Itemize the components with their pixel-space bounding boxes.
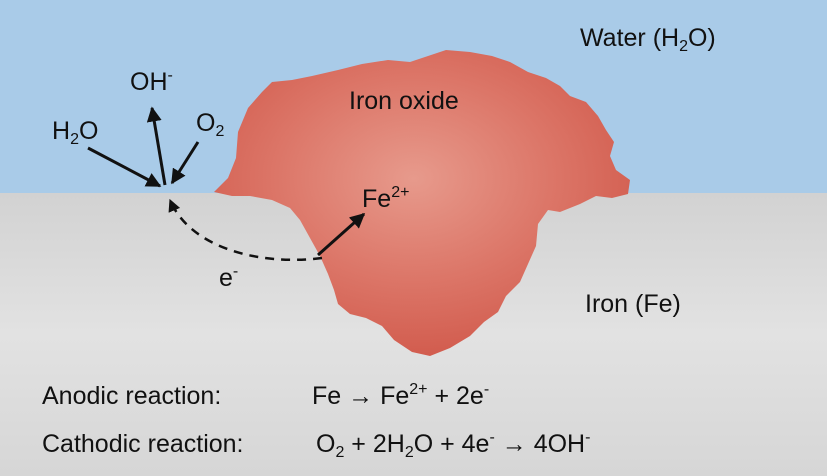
h2o-label: H2O bbox=[52, 117, 98, 148]
iron-oxide-deposit bbox=[214, 50, 630, 356]
electron-label: e- bbox=[219, 263, 238, 292]
oh-label: OH- bbox=[130, 67, 173, 96]
cathodic-reaction-label: Cathodic reaction: bbox=[42, 430, 244, 458]
iron-label: Iron (Fe) bbox=[585, 290, 681, 318]
fe-ion-label: Fe2+ bbox=[362, 184, 409, 213]
h2o-arrow bbox=[87, 146, 162, 188]
iron-oxide-label: Iron oxide bbox=[349, 87, 459, 115]
oh-arrow bbox=[146, 106, 167, 186]
water-label: Water (H2O) bbox=[580, 24, 716, 55]
anodic-reaction-equation: Fe → Fe2+ + 2e- bbox=[312, 381, 489, 410]
anodic-reaction-label: Anodic reaction: bbox=[42, 382, 221, 410]
o2-arrow bbox=[170, 141, 200, 185]
electron-path bbox=[168, 198, 323, 262]
fe-arrow bbox=[317, 212, 366, 257]
o2-label: O2 bbox=[196, 109, 224, 140]
cathodic-reaction-equation: O2 + 2H2O + 4e- → 4OH- bbox=[316, 429, 590, 461]
